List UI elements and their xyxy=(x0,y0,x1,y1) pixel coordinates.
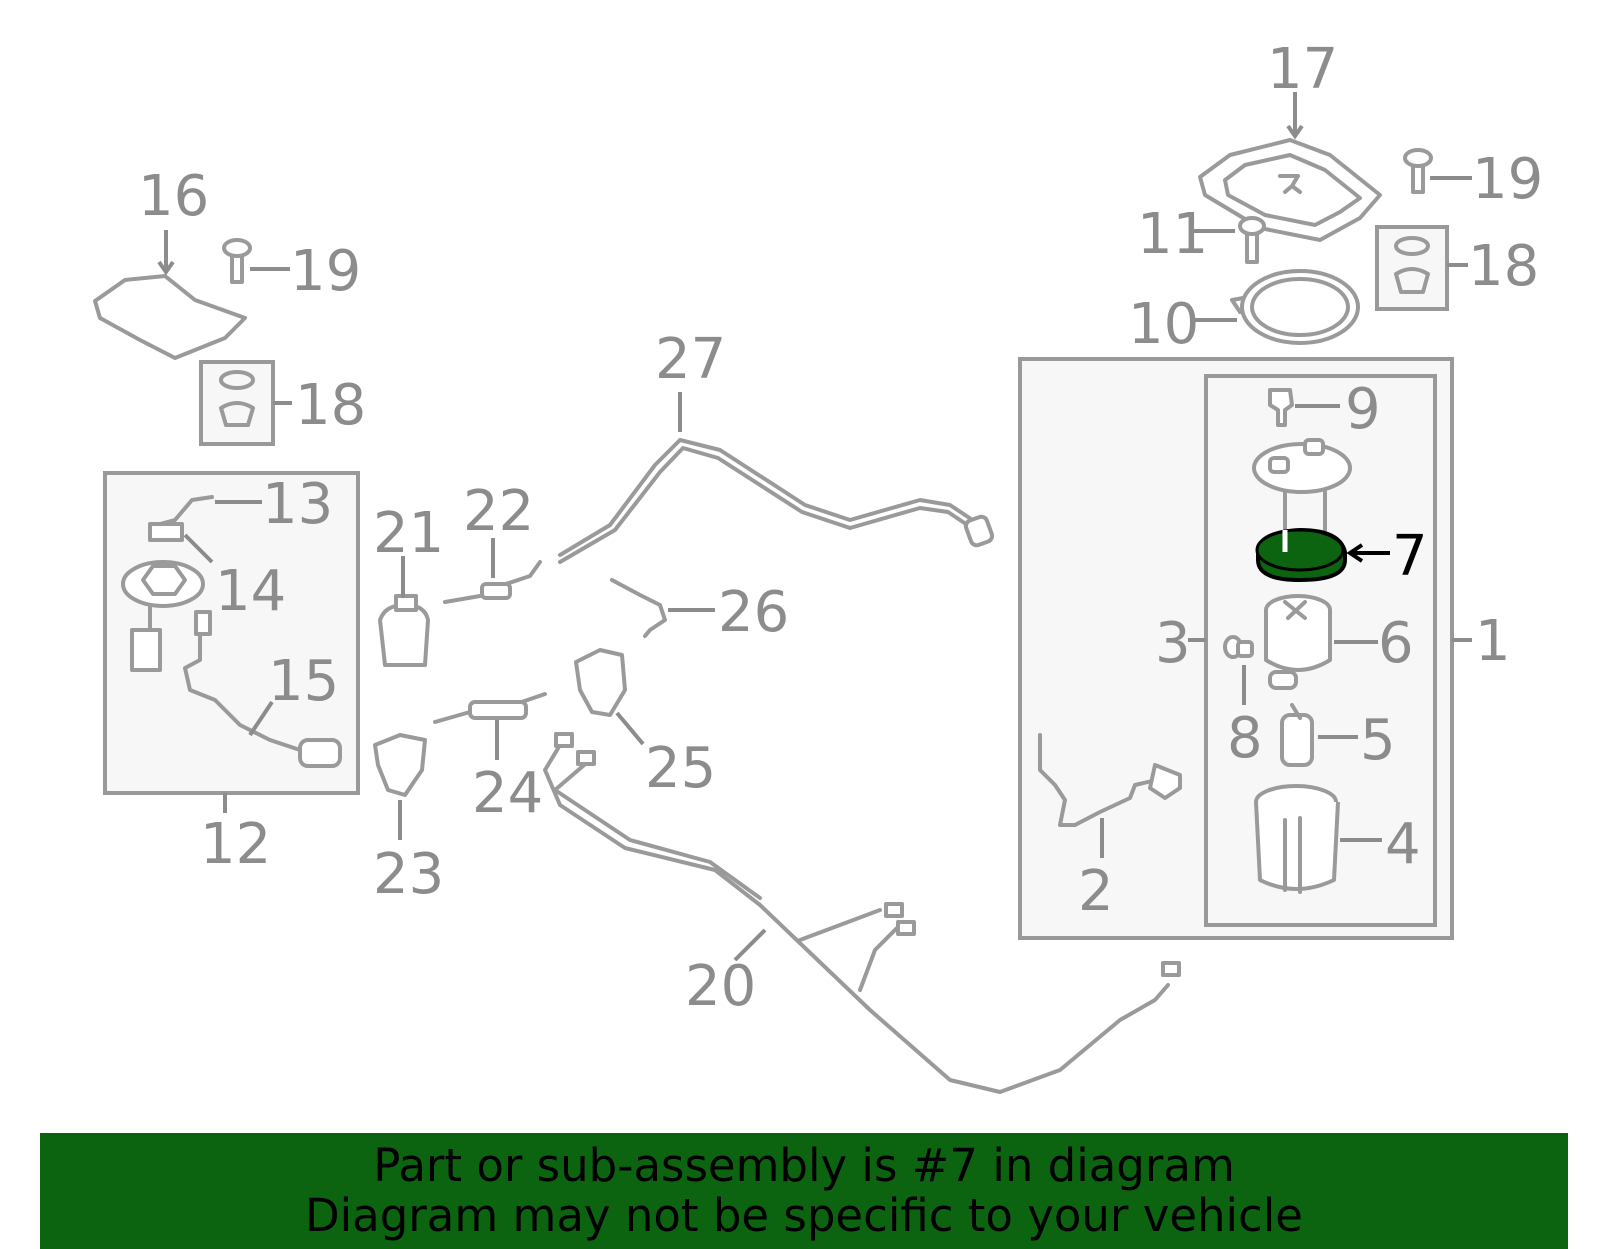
part-16-cover[interactable] xyxy=(93,274,247,360)
part-19-bolt-right[interactable] xyxy=(1403,148,1433,194)
callout-7: 7 xyxy=(1392,524,1428,589)
part-18-washer-right xyxy=(1394,236,1430,256)
part-24-hose[interactable] xyxy=(433,692,547,724)
banner-line-2: Diagram may not be specific to your vehi… xyxy=(305,1189,1303,1242)
leader-14 xyxy=(183,533,214,564)
part-20-harness[interactable] xyxy=(543,732,1181,1094)
part-21-fuel-filter[interactable] xyxy=(378,594,430,667)
callout-18-left: 18 xyxy=(295,373,366,438)
part-18-nut-right xyxy=(1394,267,1430,294)
callout-11: 11 xyxy=(1137,202,1208,267)
info-banner: Part or sub-assembly is #7 in diagram Di… xyxy=(40,1133,1568,1249)
part-19-bolt-left[interactable] xyxy=(222,238,252,284)
callout-20: 20 xyxy=(685,954,756,1019)
part-3-8-valve[interactable] xyxy=(1223,635,1254,659)
part-9-connector[interactable] xyxy=(1268,388,1294,427)
callout-22: 22 xyxy=(463,479,534,544)
part-14-sender-cap[interactable] xyxy=(121,560,205,672)
callout-5: 5 xyxy=(1360,708,1396,773)
callout-23: 23 xyxy=(373,842,444,907)
part-17-access-cover[interactable] xyxy=(1198,138,1382,242)
arrowhead-16 xyxy=(157,260,175,276)
part-26-hose[interactable] xyxy=(610,578,667,638)
callout-19-right: 19 xyxy=(1472,147,1543,212)
arrowhead-17 xyxy=(1286,124,1304,140)
callout-4: 4 xyxy=(1385,812,1421,877)
arrowhead-7 xyxy=(1346,543,1364,563)
callout-15: 15 xyxy=(268,649,339,714)
leader-25 xyxy=(615,711,645,746)
callout-19-left: 19 xyxy=(290,239,361,304)
callout-16: 16 xyxy=(138,164,209,229)
part-18-washer-left xyxy=(219,370,255,390)
part-25-bracket[interactable] xyxy=(574,648,627,717)
part-2-level-sender[interactable] xyxy=(1038,733,1182,827)
callout-6: 6 xyxy=(1378,611,1414,676)
banner-line-1: Part or sub-assembly is #7 in diagram xyxy=(373,1139,1235,1192)
callout-9: 9 xyxy=(1345,377,1381,442)
callout-12: 12 xyxy=(200,812,271,877)
part-5-regulator[interactable] xyxy=(1280,703,1314,767)
part-4-strainer-bucket[interactable] xyxy=(1254,784,1340,894)
leader-15 xyxy=(248,700,274,737)
callout-21: 21 xyxy=(373,501,444,566)
callout-26: 26 xyxy=(718,580,789,645)
callout-8: 8 xyxy=(1227,706,1263,771)
leader-20 xyxy=(733,928,767,962)
callout-1: 1 xyxy=(1475,609,1511,674)
part-13-connector[interactable] xyxy=(148,495,214,542)
callout-3: 3 xyxy=(1155,611,1191,676)
callout-14: 14 xyxy=(215,559,286,624)
callout-17: 17 xyxy=(1267,37,1338,102)
part-15-level-sensor[interactable] xyxy=(183,610,342,768)
callout-2: 2 xyxy=(1078,859,1114,924)
part-10-gasket[interactable] xyxy=(1230,269,1360,345)
part-22-hose[interactable] xyxy=(443,560,542,604)
part-27-fuel-line[interactable] xyxy=(558,438,995,564)
callout-25: 25 xyxy=(645,736,716,801)
callout-13: 13 xyxy=(262,472,333,537)
callout-10: 10 xyxy=(1128,292,1199,357)
part-23-bracket[interactable] xyxy=(373,733,427,797)
part-7-seal-highlighted[interactable] xyxy=(1255,527,1347,583)
callout-24: 24 xyxy=(472,761,543,826)
callout-27: 27 xyxy=(655,327,726,392)
part-6-pump-body[interactable] xyxy=(1264,594,1332,690)
callout-18-right: 18 xyxy=(1468,234,1539,299)
part-18-nut-left xyxy=(219,401,255,427)
part-11-bolt[interactable] xyxy=(1238,216,1266,264)
